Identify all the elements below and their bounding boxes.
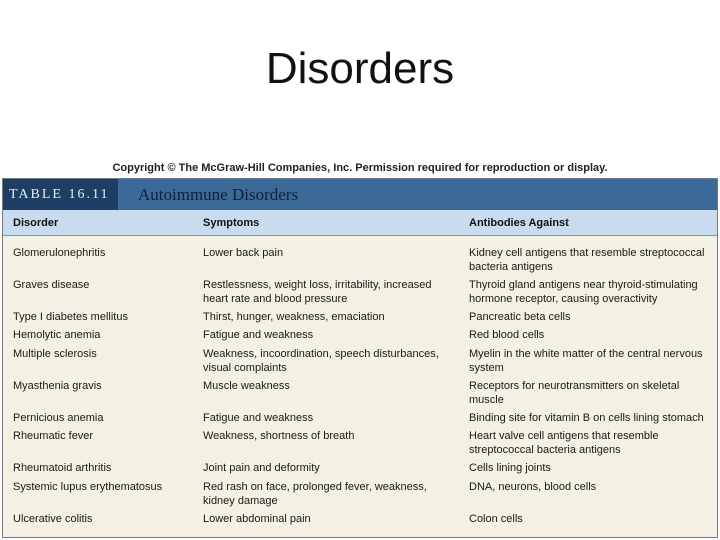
cell-symptoms: Fatigue and weakness: [203, 329, 314, 341]
cell-symptoms: Lower abdominal pain: [203, 513, 311, 525]
header-antibodies: Antibodies Against: [469, 217, 569, 229]
cell-disorder: Graves disease: [13, 279, 90, 291]
cell-antibodies: Binding site for vitamin B on cells lini…: [469, 412, 704, 424]
cell-antibodies: DNA, neurons, blood cells: [469, 481, 597, 493]
autoimmune-table: TABLE 16.11 Autoimmune Disorders Disorde…: [2, 178, 718, 538]
table-banner: TABLE 16.11 Autoimmune Disorders: [3, 179, 717, 210]
cell-symptoms: Fatigue and weakness: [203, 412, 314, 424]
cell-antibodies: Myelin in the white matter of the centra…: [469, 348, 703, 374]
cell-disorder: Rheumatoid arthritis: [13, 462, 112, 474]
cell-symptoms: Restlessness, weight loss, irritability,…: [203, 279, 432, 305]
copyright-notice: Copyright © The McGraw-Hill Companies, I…: [112, 162, 608, 174]
header-disorder: Disorder: [13, 217, 59, 229]
cell-antibodies: Red blood cells: [469, 329, 545, 341]
cell-symptoms: Weakness, shortness of breath: [203, 430, 355, 442]
cell-symptoms: Joint pain and deformity: [203, 462, 320, 474]
cell-disorder: Type I diabetes mellitus: [13, 311, 128, 323]
cell-antibodies: Colon cells: [469, 513, 523, 525]
cell-disorder: Myasthenia gravis: [13, 380, 102, 392]
cell-symptoms: Weakness, incoordination, speech disturb…: [203, 348, 439, 374]
cell-symptoms: Red rash on face, prolonged fever, weakn…: [203, 481, 427, 507]
cell-antibodies: Pancreatic beta cells: [469, 311, 571, 323]
cell-antibodies: Cells lining joints: [469, 462, 551, 474]
cell-disorder: Glomerulonephritis: [13, 247, 106, 259]
slide-title: Disorders: [265, 44, 455, 93]
table-number: TABLE 16.11: [3, 179, 118, 210]
cell-disorder: Hemolytic anemia: [13, 329, 101, 341]
table-title: Autoimmune Disorders: [138, 184, 299, 204]
cell-symptoms: Thirst, hunger, weakness, emaciation: [203, 311, 385, 323]
cell-disorder: Ulcerative colitis: [13, 513, 93, 525]
header-symptoms: Symptoms: [203, 217, 260, 229]
cell-disorder: Systemic lupus erythematosus: [13, 481, 163, 493]
cell-symptoms: Muscle weakness: [203, 380, 290, 392]
cell-disorder: Multiple sclerosis: [13, 348, 97, 360]
cell-antibodies: Kidney cell antigens that resemble strep…: [469, 247, 705, 273]
cell-symptoms: Lower back pain: [203, 247, 284, 259]
cell-disorder: Pernicious anemia: [13, 412, 104, 424]
cell-antibodies: Receptors for neurotransmitters on skele…: [469, 380, 680, 406]
cell-antibodies: Thyroid gland antigens near thyroid-stim…: [469, 279, 698, 305]
table-header-row: Disorder Symptoms Antibodies Against: [3, 210, 717, 236]
cell-antibodies: Heart valve cell antigens that resemble …: [469, 430, 659, 456]
cell-disorder: Rheumatic fever: [13, 430, 94, 442]
